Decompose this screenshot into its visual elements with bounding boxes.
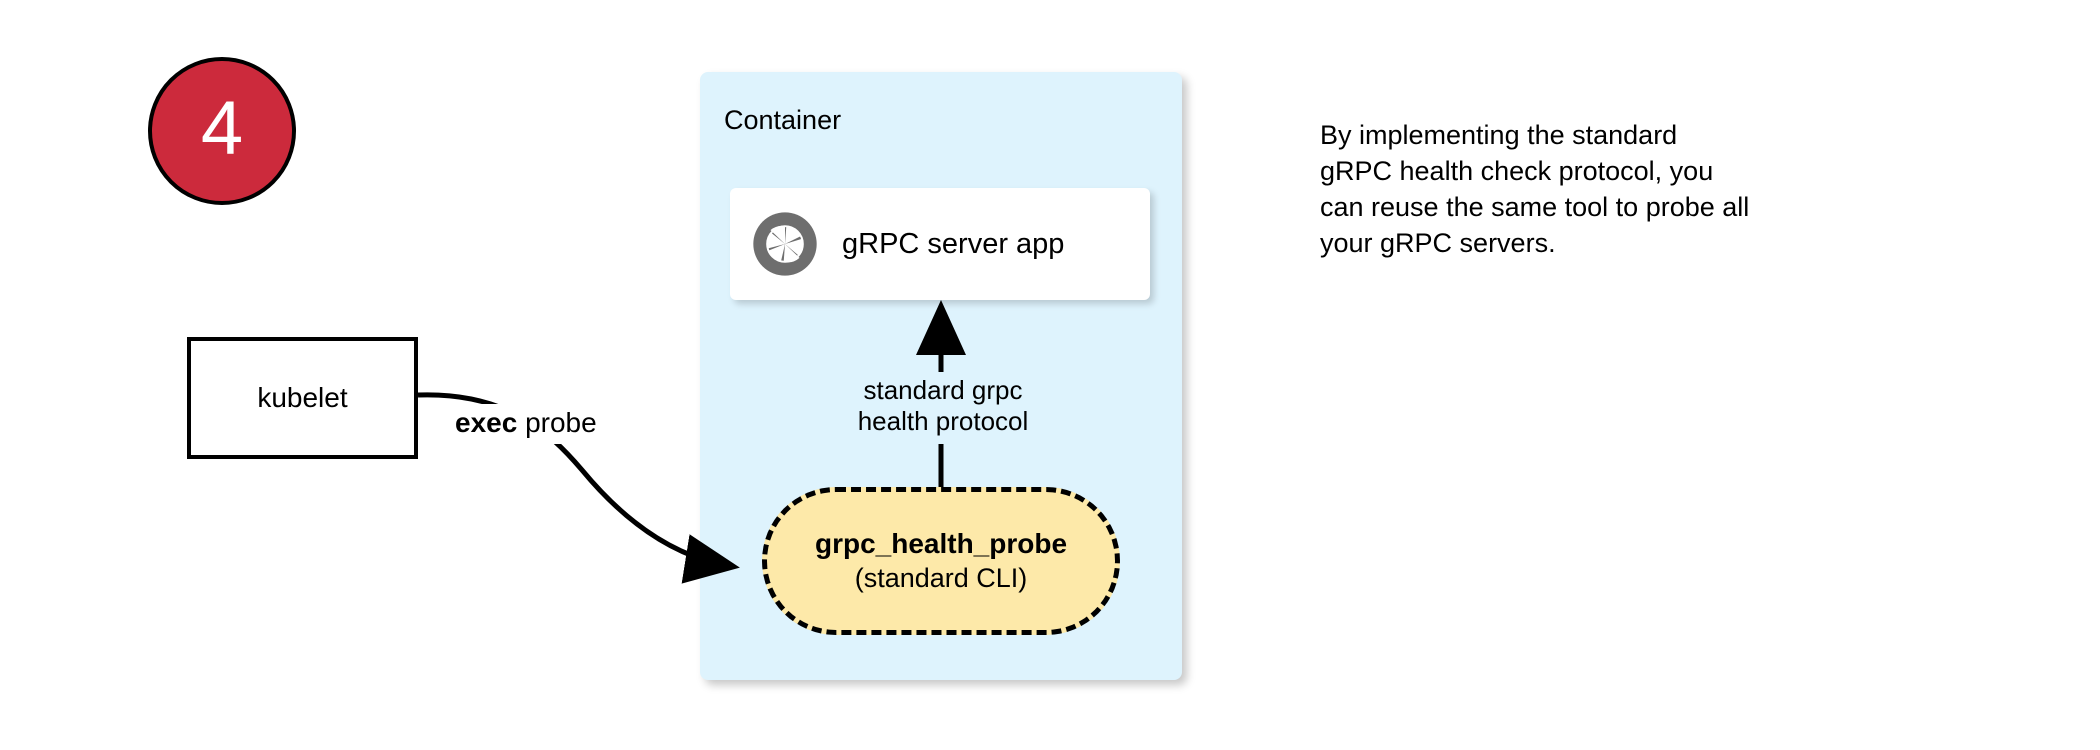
aperture-icon bbox=[753, 212, 817, 276]
grpc-health-probe-subtitle: (standard CLI) bbox=[854, 563, 1028, 594]
exec-probe-edge-label: exec probe bbox=[455, 409, 597, 437]
grpc-server-app-card[interactable]: gRPC server app bbox=[730, 188, 1150, 300]
exec-probe-rest-word: probe bbox=[517, 407, 597, 438]
grpc-health-probe-title: grpc_health_probe bbox=[814, 527, 1068, 559]
kubelet-node[interactable]: kubelet bbox=[187, 337, 418, 459]
exec-probe-bold-word: exec bbox=[455, 407, 518, 438]
kubelet-label: kubelet bbox=[257, 382, 348, 413]
side-note-line-2: gRPC health check protocol, you bbox=[1320, 155, 1714, 186]
side-note-line-3: can reuse the same tool to probe all bbox=[1320, 191, 1750, 222]
step-number-badge: 4 bbox=[148, 57, 296, 205]
side-note-line-4: your gRPC servers. bbox=[1320, 227, 1556, 258]
container-title: Container bbox=[724, 105, 842, 135]
grpc-health-probe-node[interactable]: grpc_health_probe (standard CLI) bbox=[762, 487, 1120, 635]
step-number-label: 4 bbox=[200, 86, 244, 171]
side-note-line-1: By implementing the standard bbox=[1320, 120, 1678, 150]
health-protocol-line-1: standard grpc bbox=[863, 375, 1023, 405]
health-protocol-line-2: health protocol bbox=[857, 405, 1029, 436]
grpc-server-app-label: gRPC server app bbox=[842, 227, 1065, 260]
health-protocol-edge-label: standard grpc health protocol bbox=[838, 375, 1048, 436]
side-note-text: By implementing the standard gRPC health… bbox=[1320, 118, 1900, 262]
